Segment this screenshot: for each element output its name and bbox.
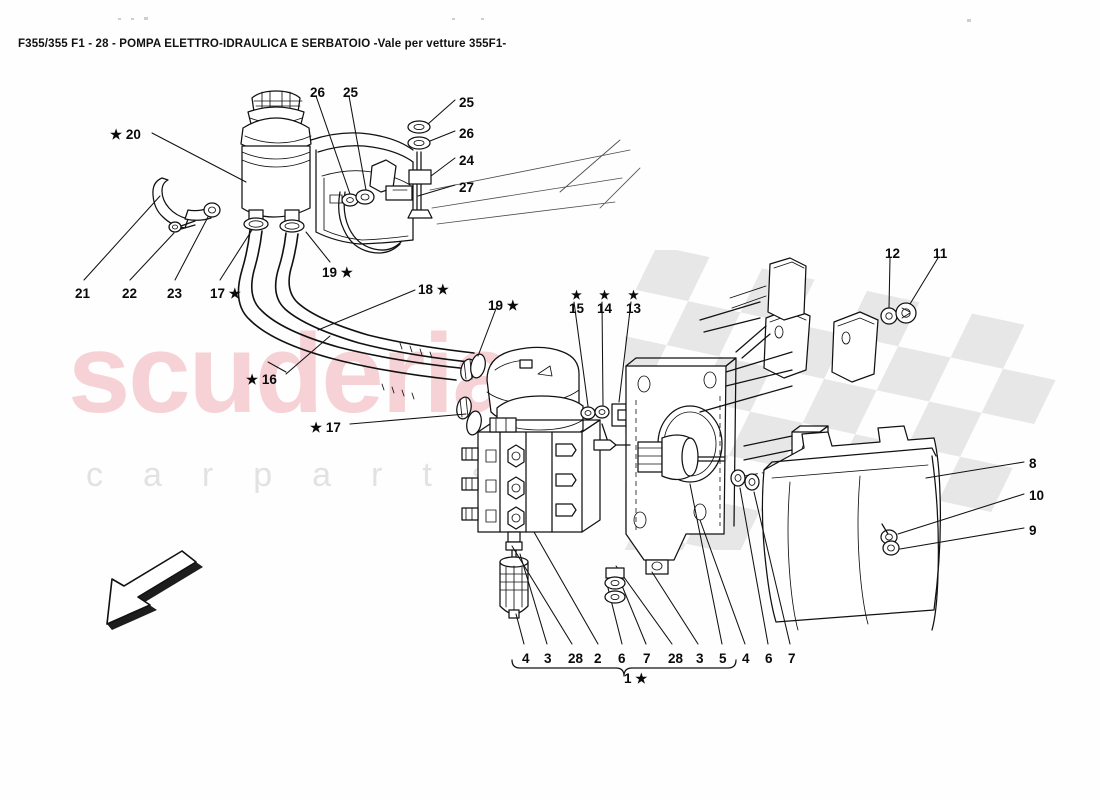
callout-13-number: 13	[626, 300, 642, 316]
callout-27-right: 27	[459, 180, 475, 195]
bottom-callout-11: 7	[788, 651, 796, 666]
callout-15: ★ 15	[569, 289, 584, 316]
callout-11: 11	[933, 246, 948, 261]
bottom-callout-0: 4	[522, 651, 530, 666]
star-glyph: ★	[628, 288, 639, 302]
callout-14: ★ 14	[597, 289, 612, 316]
bottom-callout-4: 6	[618, 651, 626, 666]
callout-19-b: 19 ★	[488, 298, 519, 313]
bottom-callout-1: 3	[544, 651, 552, 666]
splash-guard-cover	[761, 425, 942, 631]
pump-and-accumulator-assembly	[461, 346, 601, 619]
callout-23: 23	[167, 286, 183, 301]
bottom-callout-2: 28	[568, 651, 584, 666]
bottom-callout-5: 7	[643, 651, 651, 666]
bottom-callout-3: 2	[594, 651, 602, 666]
callout-19-a: 19 ★	[322, 265, 353, 280]
scan-speck	[967, 19, 971, 22]
callout-26-right: 26	[459, 126, 475, 141]
page-title: F355/355 F1 - 28 - POMPA ELETTRO-IDRAULI…	[18, 38, 507, 50]
scan-speck	[118, 18, 121, 20]
callout-22: 22	[122, 286, 138, 301]
reservoir-tank-assembly	[152, 90, 433, 254]
bottom-callout-8: 5	[719, 651, 727, 666]
scan-speck	[452, 18, 455, 20]
star-glyph: ★	[599, 288, 610, 302]
callout-20: ★ 20	[110, 127, 141, 142]
small-fasteners-15-14-13	[580, 403, 627, 443]
callout-21: 21	[75, 286, 91, 301]
callout-24-right: 24	[459, 153, 475, 168]
callout-15-number: 15	[569, 300, 585, 316]
bracket-label-1: 1 ★	[624, 671, 648, 686]
callout-8: 8	[1029, 456, 1037, 471]
callout-10: 10	[1029, 488, 1045, 503]
direction-arrow-icon	[106, 550, 203, 630]
callout-17-a: 17 ★	[210, 286, 241, 301]
scan-speck	[481, 18, 484, 20]
bottom-callout-9: 4	[742, 651, 750, 666]
callout-25-top: 25	[343, 85, 359, 100]
callout-16: ★ 16	[246, 372, 277, 387]
star-glyph: ★	[571, 288, 582, 302]
hydraulic-hoses	[237, 229, 486, 436]
bottom-callout-10: 6	[765, 651, 773, 666]
callout-26-top: 26	[310, 85, 326, 100]
callout-9: 9	[1029, 523, 1037, 538]
callout-18: 18 ★	[418, 282, 449, 297]
callout-14-number: 14	[597, 300, 613, 316]
scan-speck	[144, 17, 148, 20]
callout-25-right: 25	[459, 95, 475, 110]
callout-17-b: ★ 17	[310, 420, 341, 435]
bottom-callout-7: 3	[696, 651, 704, 666]
callout-12: 12	[885, 246, 901, 261]
scan-speck	[131, 18, 134, 20]
bottom-callout-6: 28	[668, 651, 684, 666]
callout-13: ★ 13	[626, 289, 641, 316]
